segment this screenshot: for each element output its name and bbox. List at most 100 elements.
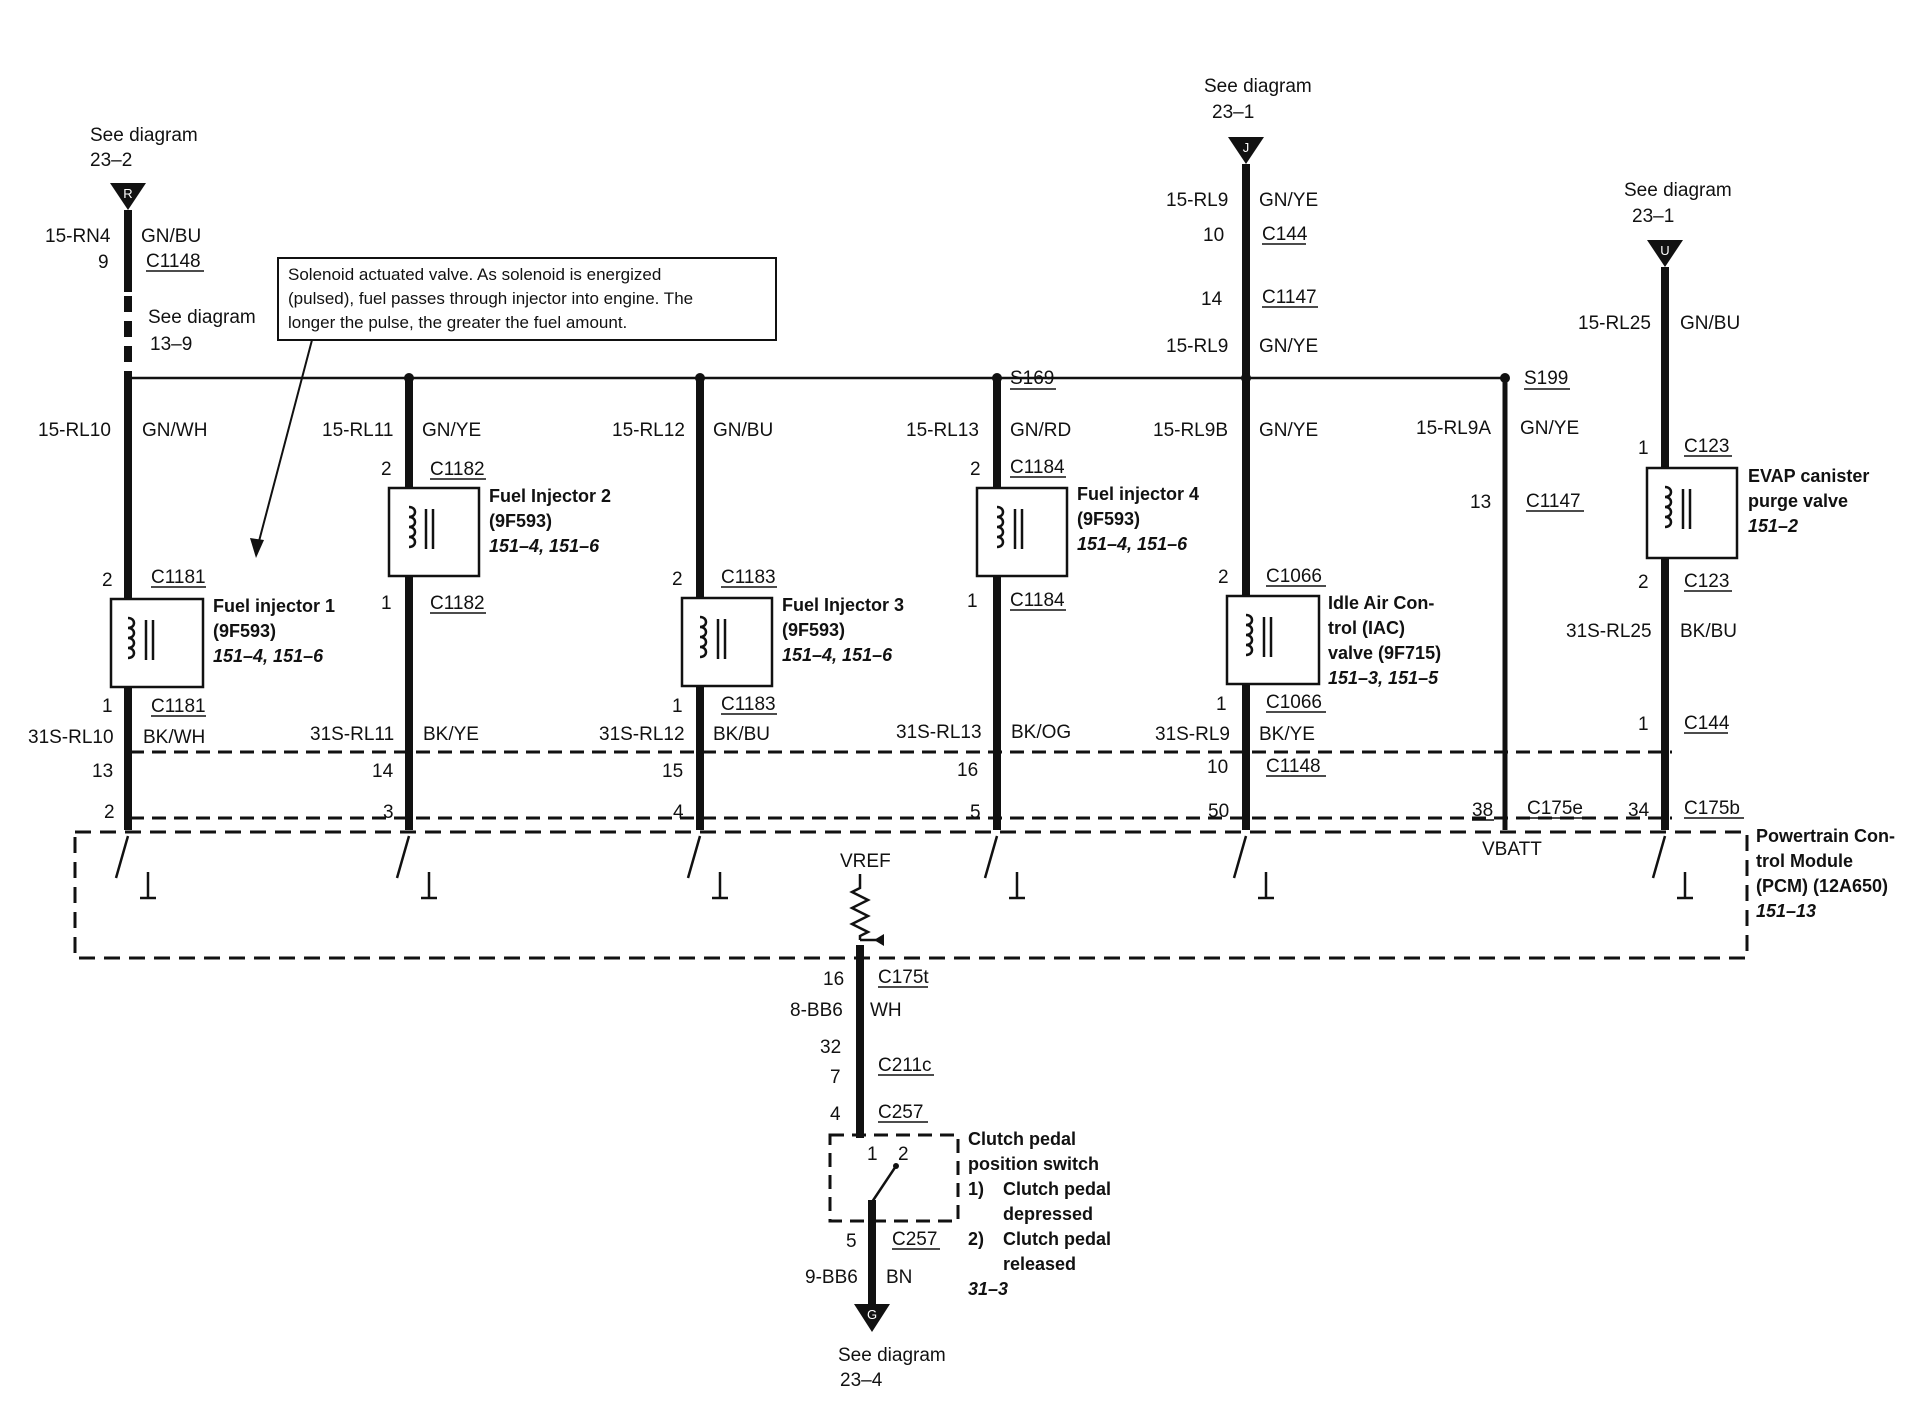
clutch-conn-4: C257	[878, 1102, 923, 1123]
pcm-switch-icon	[686, 835, 702, 879]
col5-pcm-pin: 50	[1208, 801, 1229, 822]
fuel-injector-1-box	[109, 597, 205, 689]
clutch-switch-outline	[828, 1133, 960, 1223]
clutch-sw-pos-1: 1	[867, 1144, 878, 1165]
col7-gnd-circuit: 31S-RL25	[1566, 621, 1652, 642]
ref-u-num: 23–1	[1632, 206, 1674, 227]
col4-circuit: 15-RL13	[906, 420, 979, 441]
col6-circuit: 15-RL9A	[1416, 418, 1491, 439]
col7-color: GN/BU	[1680, 313, 1740, 334]
col2-pin-a: 2	[381, 459, 392, 480]
clutch-pin-2: 32	[820, 1037, 841, 1058]
ref-mid-see: See diagram	[148, 307, 256, 328]
col5-name-2: trol (IAC)	[1328, 618, 1405, 638]
ref-u-see: See diagram	[1624, 180, 1732, 201]
col1-gnd-color: BK/WH	[143, 727, 205, 748]
col7-conn-b: C123	[1684, 571, 1729, 592]
col2-conn-a: C1182	[430, 459, 485, 480]
ref-r-see: See diagram	[90, 125, 198, 146]
col1-top-pin: 9	[98, 252, 109, 273]
col7-conn-a: C123	[1684, 436, 1729, 457]
col4-c1148-pin: 16	[957, 760, 978, 781]
col7-ref: 151–2	[1748, 516, 1798, 536]
col2-ref: 151–4, 151–6	[489, 536, 600, 556]
note-line-2: (pulsed), fuel passes through injector i…	[288, 289, 693, 308]
col3-c1148-pin: 15	[662, 761, 683, 782]
clutch-sw-pos-2: 2	[898, 1144, 909, 1165]
clutch-opt2-b: released	[1003, 1254, 1076, 1274]
splice-dot	[1241, 373, 1251, 383]
ref-mid-num: 13–9	[150, 334, 192, 355]
col4-ref: 151–4, 151–6	[1077, 534, 1188, 554]
col6-color: GN/YE	[1520, 418, 1579, 439]
col5-mid-conn: C1147	[1262, 287, 1317, 308]
col4-conn-b: C1184	[1010, 590, 1065, 611]
col2-c1148-pin: 14	[372, 761, 394, 782]
col5-mid-circuit: 15-RL9	[1166, 336, 1228, 357]
col4-conn-a: C1184	[1010, 457, 1065, 478]
pcm-switch-icon	[395, 835, 411, 879]
col1-name: Fuel injector 1	[213, 596, 335, 616]
col6-pcm-conn: C175e	[1527, 798, 1583, 819]
col7-gnd-color: BK/BU	[1680, 621, 1737, 642]
col1-ref: 151–4, 151–6	[213, 646, 324, 666]
clutch-name-1: Clutch pedal	[968, 1129, 1076, 1149]
col1-pcm-pin: 2	[104, 802, 115, 823]
col5-top-conn: C144	[1262, 224, 1308, 245]
col2-part: (9F593)	[489, 511, 552, 531]
col4-name: Fuel injector 4	[1077, 484, 1199, 504]
col5-conn-a: C1066	[1266, 566, 1322, 587]
col5-color: GN/YE	[1259, 420, 1318, 441]
note-box	[277, 257, 777, 341]
col5-mid-pin: 14	[1201, 289, 1223, 310]
col7-pcm-conn: C175b	[1684, 798, 1740, 819]
pcm-switch-icon	[983, 835, 999, 879]
col3-conn-b: C1183	[721, 694, 776, 715]
col7-pin-b: 2	[1638, 572, 1649, 593]
ref-g-triangle-icon	[854, 1304, 890, 1332]
ref-g-letter: G	[867, 1307, 877, 1322]
col7-pin-c: 1	[1638, 714, 1649, 735]
col5-top-color: GN/YE	[1259, 190, 1318, 211]
col7-name-2: purge valve	[1748, 491, 1848, 511]
col6-pcm-pin: 38	[1472, 800, 1493, 821]
col1-color: GN/WH	[142, 420, 207, 441]
col7-circuit: 15-RL25	[1578, 313, 1651, 334]
col2-gnd-circuit: 31S-RL11	[310, 724, 394, 745]
col1-conn-a: C1181	[151, 567, 206, 588]
arrowhead-icon	[250, 538, 264, 558]
note-line-3: longer the pulse, the greater the fuel a…	[288, 313, 627, 332]
col6-pin: 13	[1470, 492, 1491, 513]
col4-gnd-color: BK/OG	[1011, 722, 1071, 743]
col5-gnd-circuit: 31S-RL9	[1155, 724, 1230, 745]
col1-circuit: 15-RL10	[38, 420, 111, 441]
col2-name: Fuel Injector 2	[489, 486, 611, 506]
splice-s169: S169	[1010, 368, 1054, 389]
clutch-opt2-a: Clutch pedal	[1003, 1229, 1111, 1249]
clutch-pin-4: 4	[830, 1104, 841, 1125]
ref-j-see: See diagram	[1204, 76, 1312, 97]
col1-top-conn: C1148	[146, 251, 201, 272]
note-pointer-arrow	[257, 339, 313, 546]
col5-mid-color: GN/YE	[1259, 336, 1318, 357]
splice-s199: S199	[1524, 368, 1568, 389]
clutch-out-color: BN	[886, 1267, 912, 1288]
solenoid-coil-icon	[996, 505, 1005, 549]
pcm-switch-icon	[1651, 835, 1667, 879]
col7-name-1: EVAP canister	[1748, 466, 1869, 486]
note-line-1: Solenoid actuated valve. As solenoid is …	[288, 265, 661, 284]
col2-circuit: 15-RL11	[322, 420, 393, 441]
col7-conn-c: C144	[1684, 713, 1730, 734]
ref-u-letter: U	[1660, 243, 1669, 258]
col2-gnd-color: BK/YE	[423, 724, 479, 745]
iac-valve-box	[1225, 594, 1321, 686]
col3-color: GN/BU	[713, 420, 773, 441]
ref-j-letter: J	[1243, 140, 1250, 155]
col1-pin-b: 1	[102, 696, 113, 717]
fuel-injector-3-box	[680, 596, 774, 688]
col5-c1148-pin: 10	[1207, 757, 1228, 778]
pcm-name-3: (PCM) (12A650)	[1756, 876, 1888, 896]
clutch-name-2: position switch	[968, 1154, 1099, 1174]
col3-circuit: 15-RL12	[612, 420, 685, 441]
col3-pin-b: 1	[672, 696, 683, 717]
